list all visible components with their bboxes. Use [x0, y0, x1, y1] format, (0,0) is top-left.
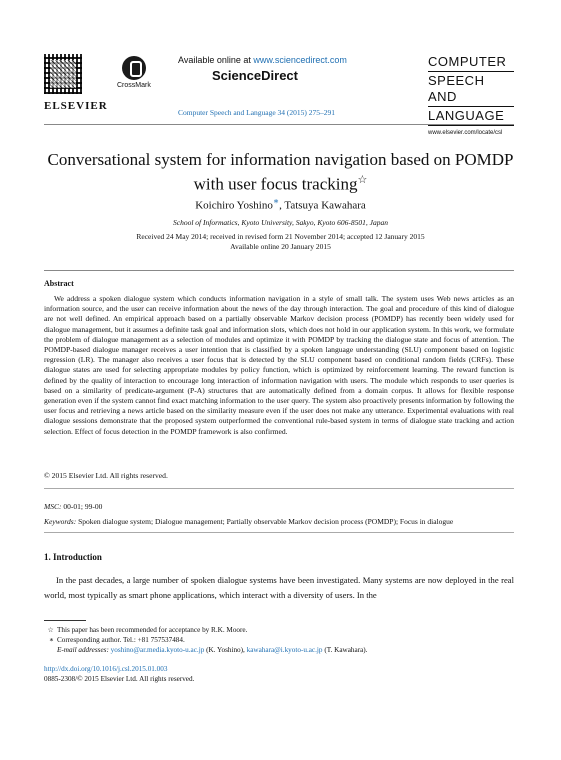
- author-name: Koichiro Yoshino: [195, 199, 273, 212]
- publisher-logo: ELSEVIER: [44, 100, 108, 112]
- sciencedirect-link[interactable]: www.sciencedirect.com: [253, 55, 347, 65]
- author-name: Tatsuya Kawahara: [284, 199, 366, 212]
- title-line-2: with user focus tracking☆: [20, 170, 541, 195]
- abstract-copyright: © 2015 Elsevier Ltd. All rights reserved…: [44, 471, 168, 480]
- journal-logo-line: COMPUTER: [428, 54, 507, 69]
- journal-logo-line: SPEECH AND: [428, 73, 485, 104]
- footnote-mark: ∗: [49, 636, 54, 644]
- abstract-heading: Abstract: [44, 279, 74, 288]
- keywords-divider: [44, 532, 514, 533]
- received-dates: Received 24 May 2014; received in revise…: [136, 232, 425, 241]
- footnote-mark: ☆: [47, 626, 54, 634]
- available-online: Available online at www.sciencedirect.co…: [178, 55, 347, 65]
- section-heading: 1. Introduction: [44, 552, 102, 562]
- crossmark-icon[interactable]: [122, 56, 146, 80]
- available-prefix: Available online at: [178, 55, 254, 65]
- header-divider: [44, 124, 514, 125]
- journal-site: www.elsevier.com/locate/csl: [428, 130, 503, 136]
- article-dates: Received 24 May 2014; received in revise…: [20, 232, 541, 252]
- issn-copyright: 0885-2308/© 2015 Elsevier Ltd. All right…: [44, 675, 195, 683]
- journal-logo: COMPUTER SPEECH AND LANGUAGE www.elsevie…: [428, 54, 514, 136]
- email-link[interactable]: kawahara@i.kyoto-u.ac.jp: [246, 646, 323, 654]
- footnote-text: Corresponding author. Tel.: +81 75753748…: [57, 636, 185, 644]
- msc-label: MSC:: [44, 502, 62, 511]
- author-list: Koichiro Yoshino∗, Tatsuya Kawahara: [195, 196, 366, 212]
- paper-title: Conversational system for information na…: [20, 150, 541, 195]
- affiliation: School of Informatics, Kyoto University,…: [173, 218, 388, 227]
- title-footnote-mark[interactable]: ☆: [357, 174, 368, 186]
- msc-value: 00-01; 99-00: [61, 502, 103, 511]
- keywords-label: Keywords:: [44, 517, 77, 526]
- email-link[interactable]: yoshino@ar.media.kyoto-u.ac.jp: [110, 646, 205, 654]
- journal-reference[interactable]: Computer Speech and Language 34 (2015) 2…: [178, 108, 336, 117]
- email-label: E-mail addresses:: [57, 646, 109, 654]
- qr-code-image: [44, 54, 82, 94]
- keywords: Keywords: Spoken dialogue system; Dialog…: [44, 517, 453, 526]
- title-line: with user focus tracking: [193, 174, 358, 194]
- intro-paragraph: In the past decades, a large number of s…: [44, 575, 514, 600]
- footnote-divider: [44, 620, 86, 621]
- title-line: Conversational system for information na…: [47, 150, 514, 169]
- abstract-text: We address a spoken dialogue system whic…: [44, 294, 514, 436]
- doi-link[interactable]: http://dx.doi.org/10.1016/j.csl.2015.01.…: [44, 665, 168, 673]
- corresponding-author-mark[interactable]: ∗: [272, 196, 280, 206]
- crossmark-label: CrossMark: [117, 82, 151, 89]
- abstract-divider-bottom: [44, 488, 514, 489]
- footnote: ∗Corresponding author. Tel.: +81 7575374…: [44, 635, 514, 645]
- available-date: Available online 20 January 2015: [230, 242, 331, 251]
- sciencedirect-logo: ScienceDirect: [212, 68, 298, 83]
- footnote-emails: E-mail addresses: yoshino@ar.media.kyoto…: [57, 646, 368, 654]
- journal-logo-line: LANGUAGE: [428, 108, 505, 123]
- abstract-divider-top: [44, 270, 514, 271]
- keywords-value: Spoken dialogue system; Dialogue managem…: [76, 517, 454, 526]
- footnote: ☆This paper has been recommended for acc…: [44, 625, 514, 635]
- footnote-text: This paper has been recommended for acce…: [57, 626, 248, 634]
- msc-codes: MSC: 00-01; 99-00: [44, 502, 102, 511]
